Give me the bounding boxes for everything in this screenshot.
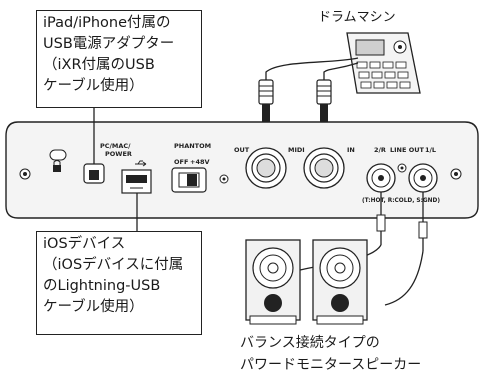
in-label: IN <box>347 146 355 154</box>
pc-mac-power-label-1: PC/MAC/ <box>100 142 131 150</box>
phantom-label: PHANTOM <box>174 142 211 150</box>
speaker-right <box>312 239 368 325</box>
pc-mac-power-label-2: POWER <box>105 150 132 158</box>
speaker-left <box>245 239 301 325</box>
midi-plug-in <box>316 79 332 122</box>
line-out-1l-label: 1/L <box>425 146 436 154</box>
plus48v-label: +48V <box>190 158 210 166</box>
speakers-label-line2: パワードモニタースピーカー <box>240 357 422 373</box>
line-out-label: LINE OUT <box>390 146 425 154</box>
ios-device-callout: iOSデバイス （iOSデバイスに付属 のLightning-USB ケーブル使… <box>36 231 202 335</box>
usb-adapter-callout: iPad/iPhone付属の USB電源アダプター （iXR付属のUSB ケーブ… <box>36 10 202 108</box>
out-label: OUT <box>234 146 250 154</box>
balanced-note: (T:HOT, R:COLD, S:GND) <box>362 198 440 204</box>
rear-panel <box>5 121 479 219</box>
drum-machine <box>346 32 421 94</box>
off-label: OFF <box>174 158 188 166</box>
midi-plug-out <box>258 79 274 122</box>
midi-cables <box>265 57 359 80</box>
drum-machine-label: ドラムマシン <box>318 10 396 25</box>
line-out-2r-label: 2/R <box>374 146 386 154</box>
midi-label: MIDI <box>288 146 305 154</box>
speakers-label-line1: バランス接続タイプの <box>240 335 380 351</box>
